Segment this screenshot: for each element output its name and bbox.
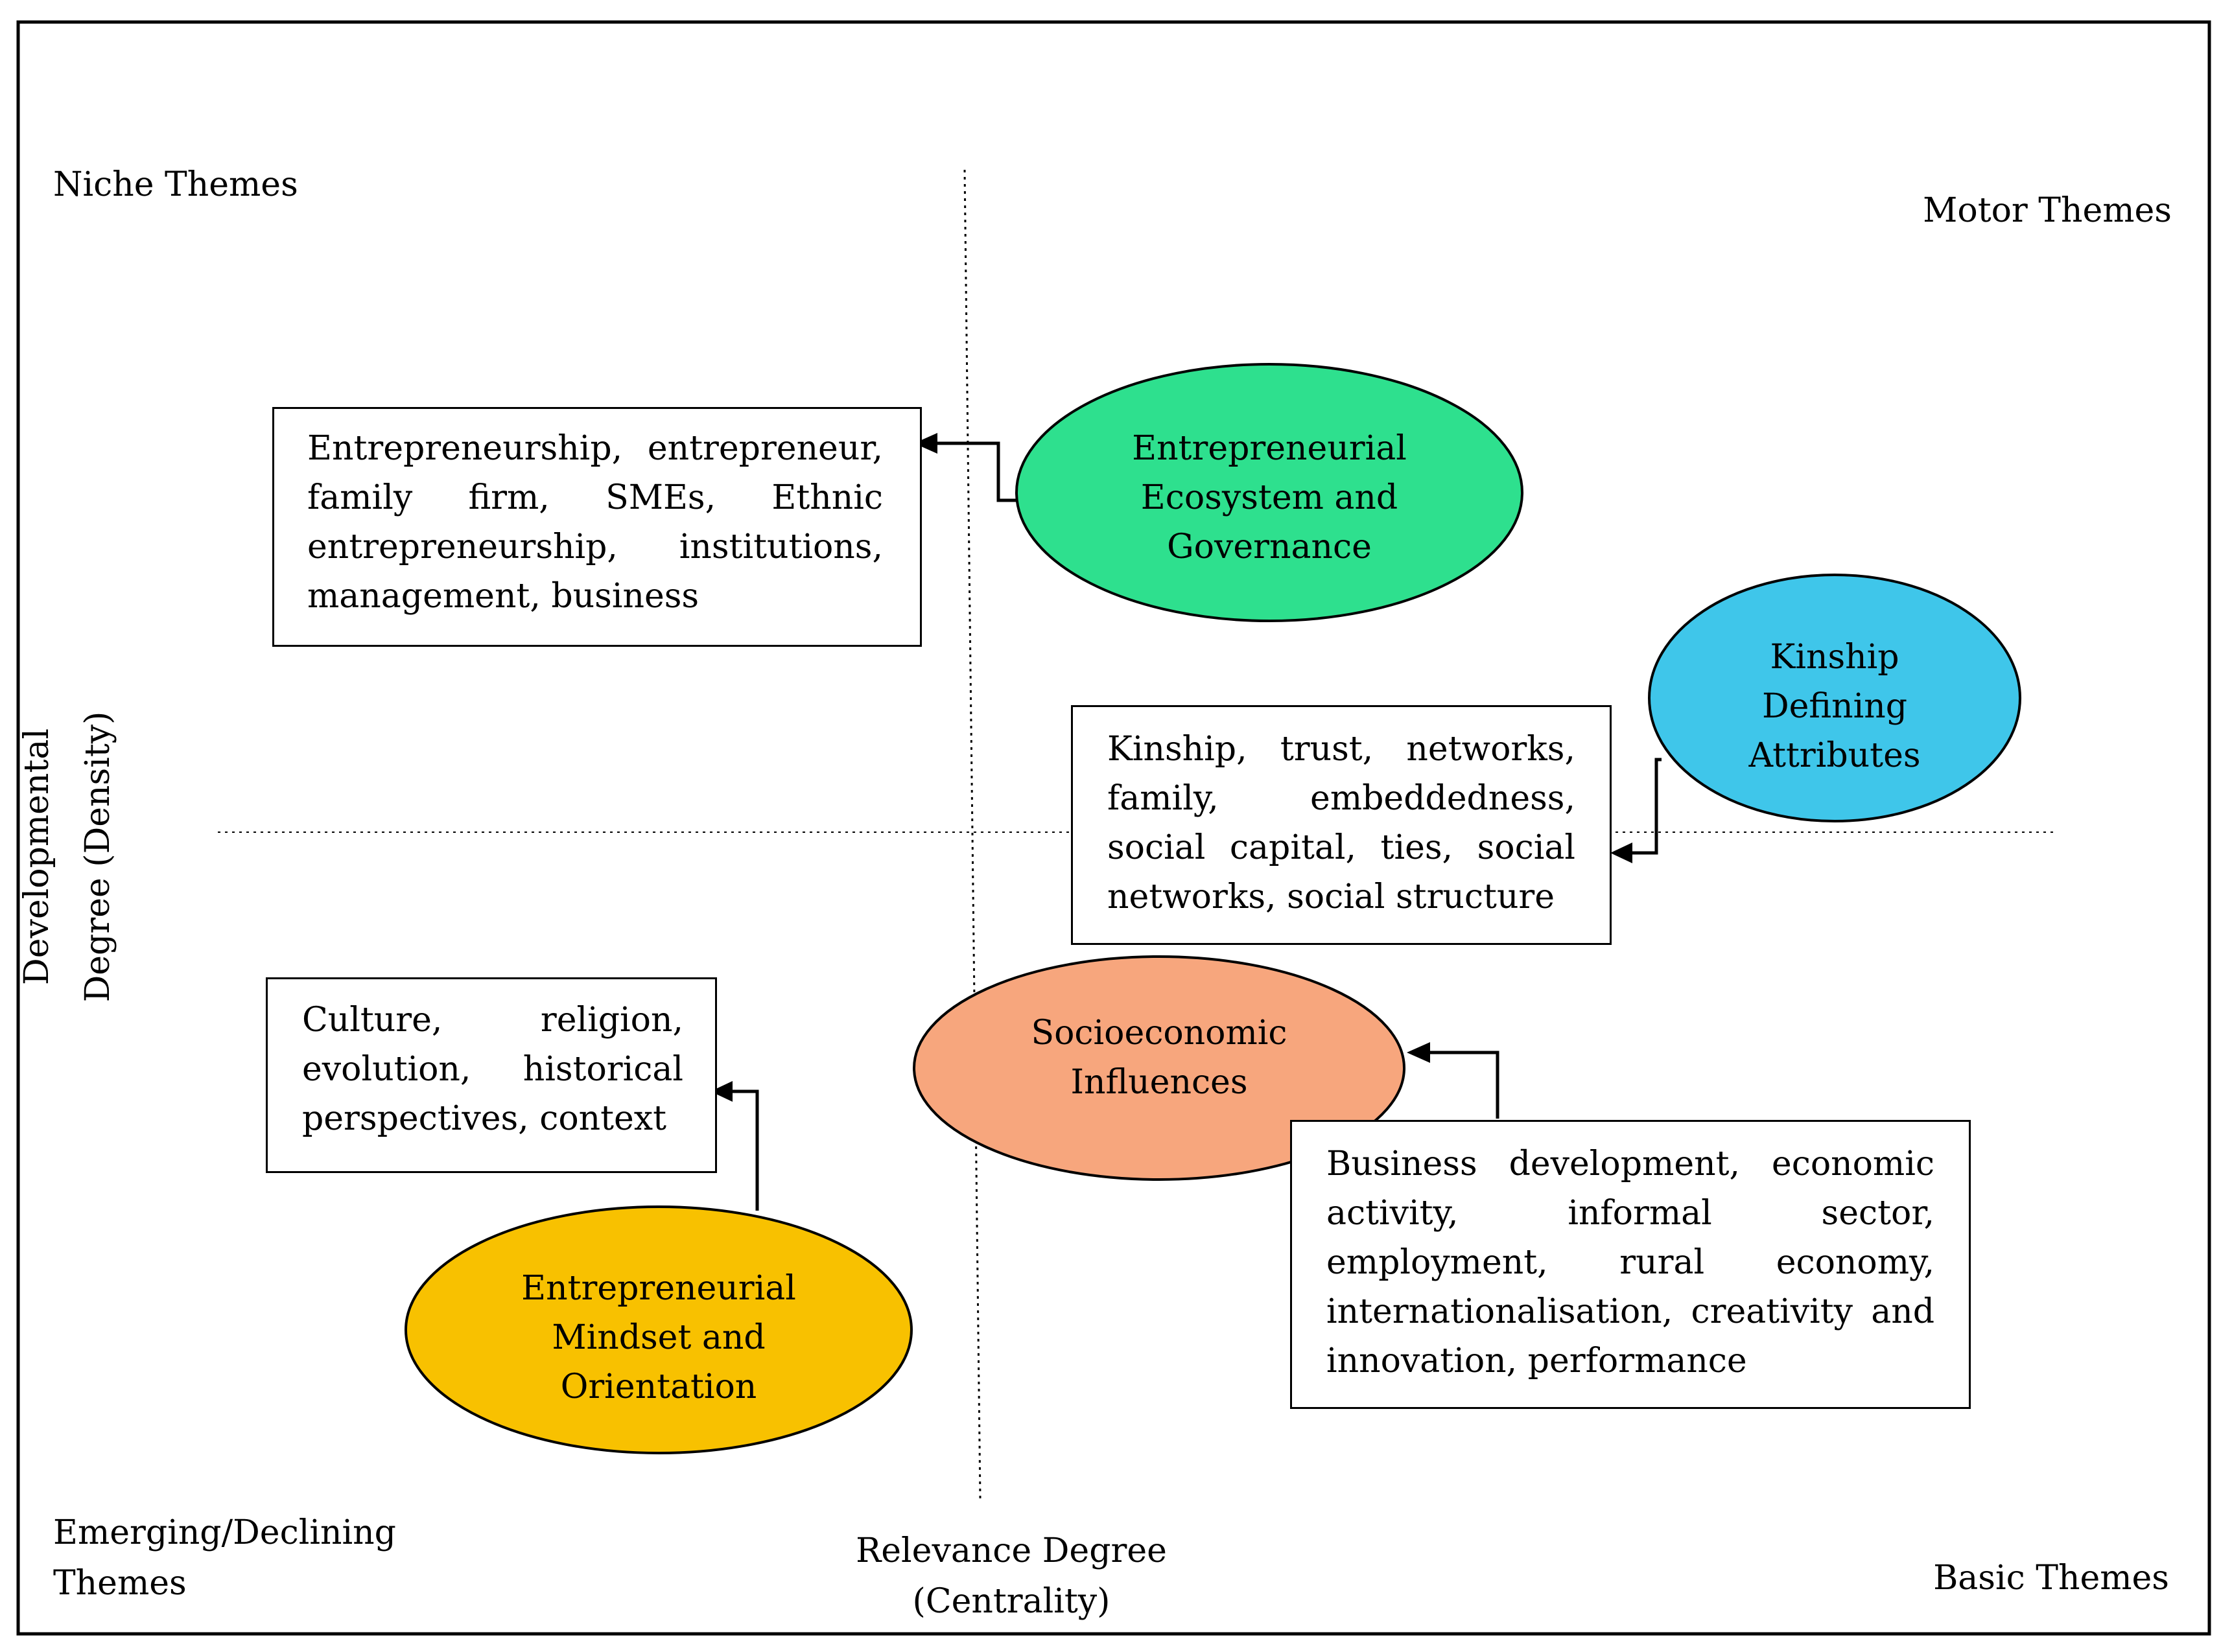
quadrant-label-emerging: Emerging/Declining Themes	[53, 1513, 396, 1603]
theme-ellipse-mindset-orientation	[405, 1205, 913, 1454]
keyword-box-kinship	[1071, 705, 1612, 945]
quadrant-label-niche: Niche Themes	[53, 165, 298, 204]
arrowhead-socioeconomic	[1407, 1042, 1430, 1063]
connector-ecosystem	[934, 441, 1016, 502]
arrowhead-kinship	[1610, 843, 1632, 863]
theme-label-kinship-attributes: Kinship Defining Attributes	[1748, 638, 1921, 775]
keyword-box-mindset	[266, 977, 717, 1173]
keyword-box-socioeconomic	[1290, 1120, 1971, 1409]
frame-border	[16, 20, 2211, 1636]
keywords-ecosystem: Entrepreneurship, entrepreneur, family f…	[307, 429, 883, 616]
theme-label-ecosystem-governance: Entrepreneurial Ecosystem and Governance	[1132, 429, 1407, 566]
connector-arrows	[726, 441, 1662, 1211]
arrowhead-mindset	[711, 1081, 733, 1102]
quadrant-label-motor: Motor Themes	[1923, 191, 2172, 230]
quadrant-label-basic: Basic Themes	[1933, 1559, 2169, 1598]
y-axis-label: Developmental Degree (Density)	[18, 711, 117, 1003]
x-axis-label: Relevance Degree (Centrality)	[856, 1531, 1167, 1621]
keywords-kinship: Kinship, trust, networks, family, embedd…	[1107, 730, 1575, 916]
vertical-axis-divider	[963, 169, 981, 1499]
theme-label-socioeconomic-influences: Socioeconomic Influences	[1031, 1014, 1287, 1102]
keywords-socioeconomic: Business development, economic activity,…	[1326, 1145, 1934, 1380]
connector-socioeconomic	[1430, 1051, 1499, 1119]
connector-kinship	[1627, 758, 1662, 855]
keyword-box-ecosystem	[272, 407, 922, 647]
connector-mindset	[726, 1089, 759, 1211]
theme-ellipse-socioeconomic-influences	[913, 955, 1405, 1181]
theme-ellipse-kinship-attributes	[1648, 574, 2021, 822]
arrowheads	[711, 433, 1632, 1102]
theme-ellipse-ecosystem-governance	[1015, 363, 1523, 622]
arrowhead-ecosystem	[914, 433, 937, 454]
keywords-mindset: Culture, religion, evolution, historical…	[302, 1001, 683, 1138]
theme-label-mindset-orientation: Entrepreneurial Mindset and Orientation	[521, 1269, 796, 1406]
